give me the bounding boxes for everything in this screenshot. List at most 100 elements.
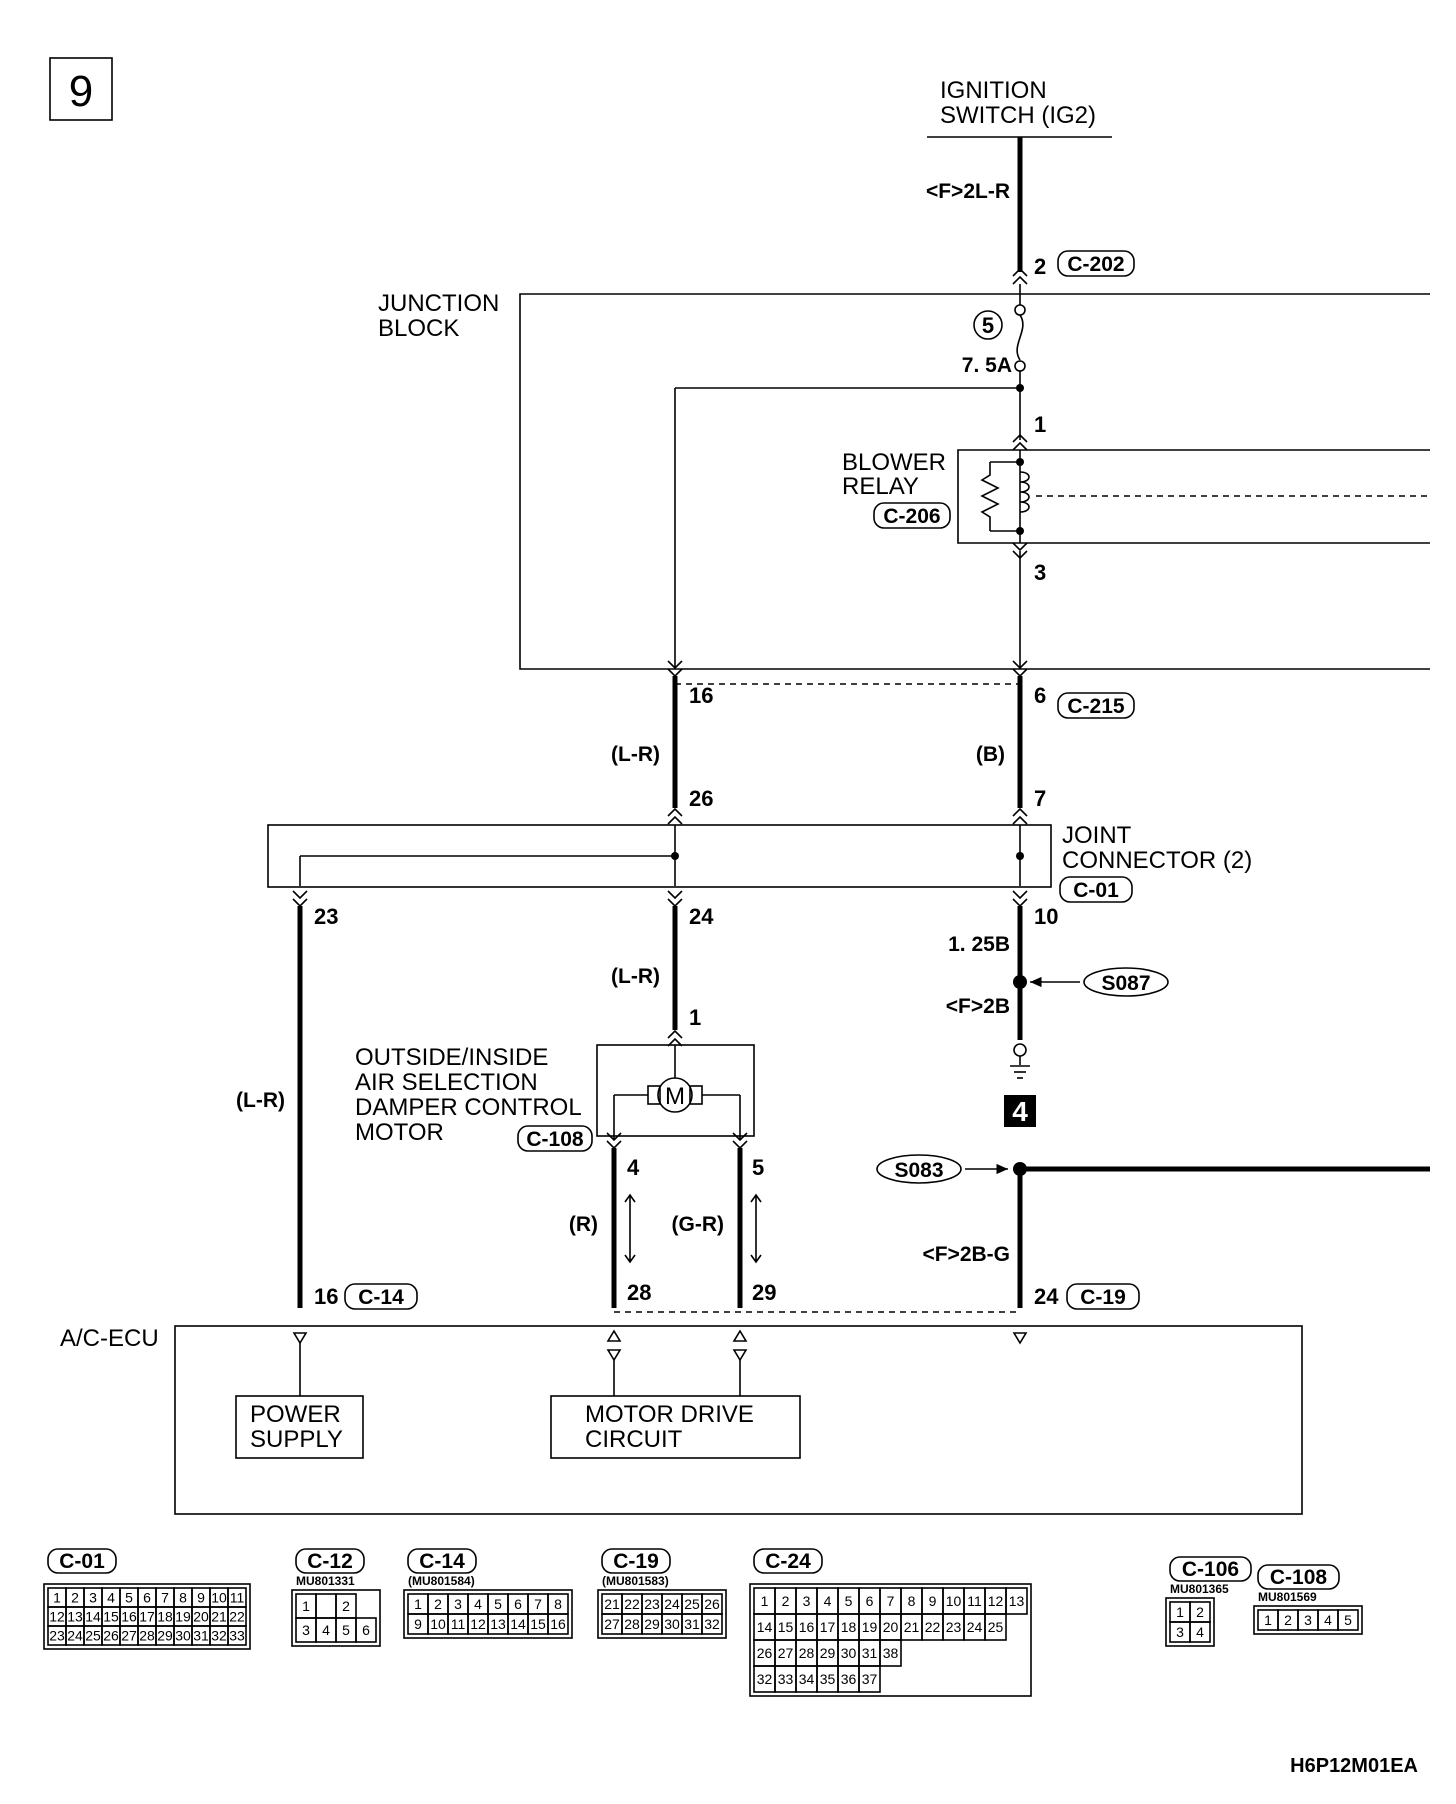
- ignition-switch: IGNITION SWITCH (IG2): [927, 77, 1112, 138]
- connector-pin-cell: 24: [664, 1596, 680, 1612]
- ecu-pin-29: 29: [752, 1280, 776, 1305]
- connector-pin-cell: 33: [778, 1671, 794, 1687]
- connector-pin-cell: 6: [143, 1590, 151, 1606]
- connector-pin-cell: 4: [107, 1590, 115, 1606]
- pin-2: 2: [1034, 254, 1046, 279]
- joint-label-1: JOINT: [1062, 822, 1132, 849]
- connector-pin-cell: 20: [883, 1619, 899, 1635]
- connector-pin-cell: 3: [302, 1622, 310, 1638]
- connector-pin-cell: 4: [824, 1593, 832, 1609]
- connector-pin-cell: 14: [510, 1616, 526, 1632]
- connector-pin-cell: 23: [644, 1596, 660, 1612]
- connector-pin-cell: 8: [908, 1593, 916, 1609]
- connector-pin-cell: 7: [534, 1596, 542, 1612]
- joint-connector-2: JOINT CONNECTOR (2) C-01: [267, 822, 1252, 903]
- connector-pin-cell: 10: [211, 1590, 227, 1606]
- gr-wire-label: (G-R): [672, 1213, 724, 1236]
- connector-pin-cell: 2: [1284, 1612, 1292, 1628]
- connector-pin-cell: 22: [229, 1609, 245, 1625]
- connector-tag-c215: C-215: [1057, 692, 1135, 719]
- connector-pin-cell: 12: [988, 1593, 1004, 1609]
- connector-pin-cell: 3: [803, 1593, 811, 1609]
- connector-pin-cell: 36: [841, 1671, 857, 1687]
- connector-pin-cell: 28: [139, 1628, 155, 1644]
- connector-pin-cell: 17: [820, 1619, 836, 1635]
- connector-pin-cell: 22: [624, 1596, 640, 1612]
- connector-pin-cell: 20: [193, 1609, 209, 1625]
- connector-pin-cell: 8: [554, 1596, 562, 1612]
- connector-pin-cell: 3: [89, 1590, 97, 1606]
- junction-label-2: BLOCK: [378, 315, 459, 342]
- ac-ecu: A/C-ECU POWER SUPPLY MOTOR DRIVE CIRCUIT: [60, 1325, 1303, 1515]
- wire-lr-upper-label: (L-R): [611, 743, 660, 766]
- pin-3-relay: 3: [1034, 560, 1046, 585]
- connector-pin-cell: 21: [904, 1619, 920, 1635]
- connector-pin-cell: 15: [530, 1616, 546, 1632]
- connector-pin-cell: 11: [230, 1590, 245, 1606]
- fuse-5: 5 7. 5A: [962, 284, 1026, 377]
- connector-view-name: C-106: [1182, 1558, 1239, 1581]
- connector-pin-cell: 9: [197, 1590, 205, 1606]
- connector-view-name: C-14: [419, 1550, 465, 1573]
- pin-1-relay: 1: [1034, 412, 1046, 437]
- ignition-label-2: SWITCH (IG2): [940, 102, 1096, 129]
- connector-pin-cell: 19: [862, 1619, 878, 1635]
- connector-pin-cell: 18: [841, 1619, 857, 1635]
- f2b-wire-label: <F>2B: [946, 995, 1010, 1018]
- svg-text:C-215: C-215: [1067, 695, 1125, 718]
- motor-label-4: MOTOR: [355, 1119, 444, 1146]
- connector-pin-cell: 26: [103, 1628, 119, 1644]
- motor-symbol: M: [665, 1083, 685, 1110]
- connector-pin-cell: 27: [121, 1628, 137, 1644]
- connector-pin-cell: 3: [454, 1596, 462, 1612]
- connector-pin-cell: 6: [362, 1622, 370, 1638]
- connector-view-name: C-108: [1270, 1566, 1328, 1589]
- connector-view-name: C-19: [613, 1550, 659, 1573]
- pin-1-motor: 1: [689, 1005, 701, 1030]
- connector-view-name: C-24: [765, 1550, 811, 1573]
- connector-pin-cell: 27: [778, 1645, 794, 1661]
- connector-pin-cell: 5: [125, 1590, 133, 1606]
- connector-pin-cell: 2: [71, 1590, 79, 1606]
- connector-part-number: (MU801583): [602, 1574, 669, 1588]
- lr-left-label: (L-R): [236, 1089, 285, 1112]
- power-supply-2: SUPPLY: [250, 1426, 343, 1453]
- connector-pin-cell: 4: [474, 1596, 482, 1612]
- pin-24-jc: 24: [689, 904, 714, 929]
- connector-pin-cell: 32: [704, 1616, 720, 1632]
- connector-pin-cell: 9: [414, 1616, 422, 1632]
- svg-text:4: 4: [1012, 1096, 1028, 1127]
- connector-pin-cell: 13: [1009, 1593, 1025, 1609]
- pin-7: 7: [1034, 786, 1046, 811]
- connector-pin-cell: 30: [175, 1628, 191, 1644]
- connector-view-name: C-01: [59, 1550, 105, 1573]
- connector-tag-c206: C-206: [883, 505, 940, 528]
- fuse-rating: 7. 5A: [962, 354, 1012, 377]
- pin-5-motor: 5: [752, 1155, 764, 1180]
- wire-b-upper-label: (B): [976, 743, 1005, 766]
- connector-pin-cell: 6: [866, 1593, 874, 1609]
- pin-6-jb: 6: [1034, 683, 1046, 708]
- connector-pin-cell: 16: [550, 1616, 566, 1632]
- ecu-label: A/C-ECU: [60, 1325, 159, 1352]
- connector-pin-cell: 30: [664, 1616, 680, 1632]
- connector-pin-cell: 31: [684, 1616, 700, 1632]
- connector-pin-cell: 1: [1176, 1604, 1184, 1620]
- bidirectional-arrow-r: [624, 1193, 636, 1264]
- connector-pin-cell: 29: [820, 1645, 836, 1661]
- connector-view-name: C-12: [307, 1550, 353, 1573]
- connector-part-number: (MU801584): [408, 1574, 475, 1588]
- pin-26: 26: [689, 786, 713, 811]
- connector-pin-cell: 15: [103, 1609, 119, 1625]
- connector-pin-cell: 24: [67, 1628, 83, 1644]
- joint-label-2: CONNECTOR (2): [1062, 847, 1252, 874]
- damper-motor: OUTSIDE/INSIDE AIR SELECTION DAMPER CONT…: [355, 1044, 755, 1152]
- connector-pin-cell: 34: [799, 1671, 815, 1687]
- relay-label-1: BLOWER: [842, 449, 946, 476]
- pin-16-jb: 16: [689, 683, 713, 708]
- f2bg-label: <F>2B-G: [922, 1243, 1010, 1266]
